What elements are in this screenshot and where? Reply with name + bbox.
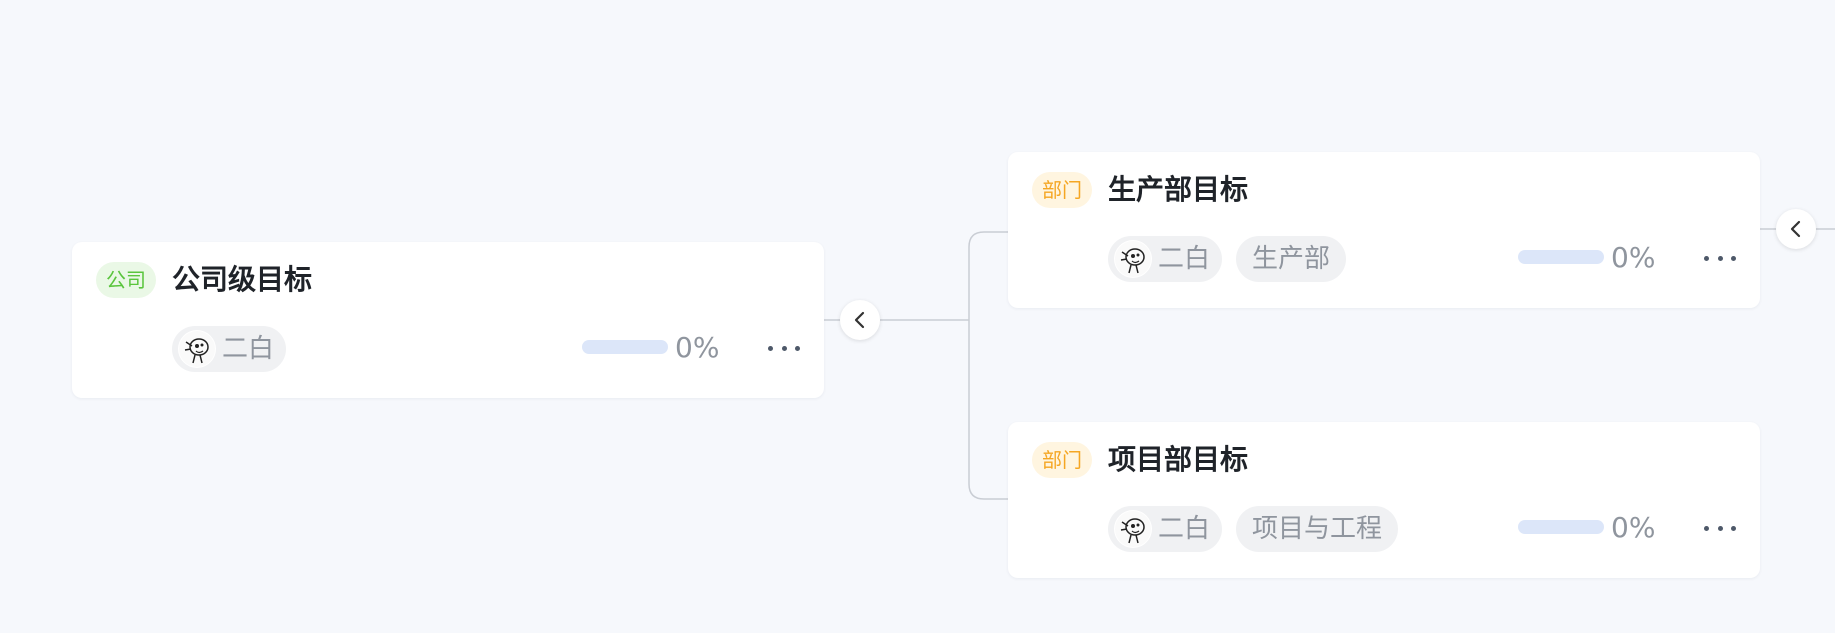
progress-bar	[582, 340, 668, 354]
goal-card-department[interactable]: 部门 生产部目标 二白 生产部 0%	[1008, 152, 1760, 308]
avatar-icon	[179, 331, 215, 367]
collapse-toggle[interactable]	[840, 300, 880, 340]
owner-name: 二白	[1158, 244, 1211, 274]
avatar	[1114, 240, 1152, 278]
progress-percent: 0%	[1611, 511, 1656, 544]
progress-percent: 0%	[675, 331, 720, 364]
progress-percent: 0%	[1611, 241, 1656, 274]
owner-chip[interactable]: 二白	[1108, 236, 1223, 282]
avatar	[1114, 510, 1152, 548]
progress-bar	[1518, 520, 1604, 534]
more-dots-icon	[1704, 525, 1709, 531]
level-tag-department: 部门	[1032, 172, 1092, 208]
owner-name: 二白	[222, 334, 275, 364]
more-options-button[interactable]	[764, 333, 804, 363]
more-dots-icon	[768, 345, 773, 351]
more-dots-icon	[1704, 255, 1709, 261]
level-tag-company: 公司	[96, 262, 156, 298]
more-options-button[interactable]	[1700, 243, 1740, 273]
owner-chip[interactable]: 二白	[1108, 506, 1223, 552]
chevron-left-icon	[1790, 220, 1801, 238]
progress-bar	[1518, 250, 1604, 264]
goal-title[interactable]: 公司级目标	[172, 263, 313, 296]
goal-title[interactable]: 项目部目标	[1108, 443, 1249, 476]
owner-chip[interactable]: 二白	[172, 326, 287, 372]
more-options-button[interactable]	[1700, 513, 1740, 543]
collapse-toggle[interactable]	[1776, 209, 1816, 249]
goal-card-company[interactable]: 公司 公司级目标 二白 0%	[72, 242, 824, 398]
avatar	[178, 330, 216, 368]
chevron-left-icon	[854, 311, 865, 329]
department-chip[interactable]: 项目与工程	[1236, 506, 1399, 552]
avatar-icon	[1115, 511, 1151, 547]
avatar-icon	[1115, 241, 1151, 277]
department-chip[interactable]: 生产部	[1236, 236, 1347, 282]
goal-title[interactable]: 生产部目标	[1108, 173, 1249, 206]
level-tag-department: 部门	[1032, 442, 1092, 478]
goal-card-department[interactable]: 部门 项目部目标 二白 项目与工程 0%	[1008, 422, 1760, 578]
owner-name: 二白	[1158, 514, 1211, 544]
